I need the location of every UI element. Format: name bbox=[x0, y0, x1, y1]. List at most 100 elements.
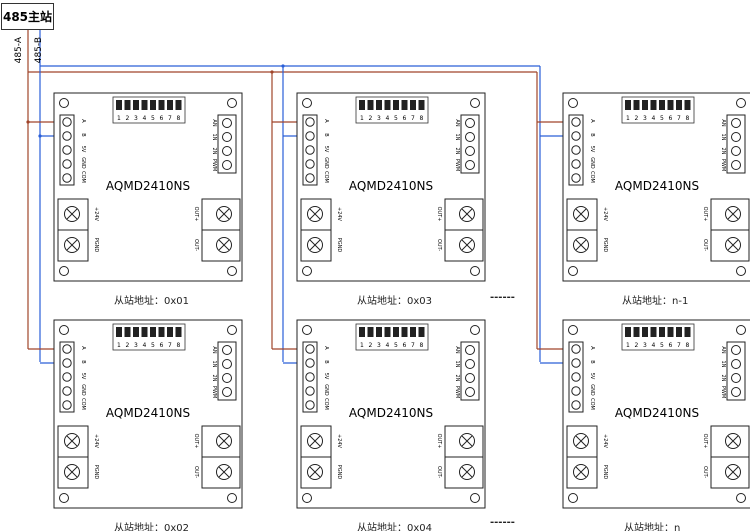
dip-switch-toggle bbox=[667, 100, 674, 110]
dip-switch-toggle bbox=[167, 100, 173, 110]
terminal-label-gnd: GND bbox=[80, 384, 86, 396]
screw-slot bbox=[218, 239, 230, 251]
terminal-screw bbox=[571, 173, 581, 183]
screw-slot bbox=[218, 208, 230, 220]
board-caption-n-1: 从站地址：n-1 bbox=[622, 296, 689, 307]
terminal-screw bbox=[731, 132, 741, 142]
mounting-hole bbox=[59, 325, 69, 335]
dip-switch-toggle bbox=[676, 327, 682, 337]
terminal-screw bbox=[305, 145, 315, 155]
terminal-label-5v: 5V bbox=[589, 146, 595, 153]
screw-slot bbox=[727, 435, 739, 447]
terminal-screw bbox=[62, 386, 72, 396]
terminal-label-pwm: PWM bbox=[454, 386, 460, 398]
dip-switch bbox=[355, 96, 429, 124]
board-model-label: AQMD2410NS bbox=[106, 179, 190, 193]
dip-switch-toggle bbox=[359, 327, 365, 337]
terminal-screw bbox=[465, 373, 475, 383]
dip-switch-toggle bbox=[158, 327, 165, 337]
master-station: 485主站 bbox=[1, 3, 54, 30]
dip-switch-number: 8 bbox=[686, 342, 690, 349]
mounting-hole bbox=[470, 266, 480, 276]
dip-switch-number: 1 bbox=[360, 115, 364, 122]
terminal-screw bbox=[465, 387, 475, 397]
terminal-label-an: AN bbox=[720, 346, 726, 353]
dip-switch-toggle bbox=[401, 100, 408, 110]
screw-slot bbox=[218, 435, 230, 447]
terminal-screw bbox=[571, 159, 581, 169]
dip-switch-toggle bbox=[150, 327, 156, 337]
mounting-hole bbox=[470, 493, 480, 503]
terminal-screw bbox=[731, 345, 741, 355]
terminal-label-an: AN bbox=[211, 346, 217, 353]
dip-switch-toggle bbox=[633, 100, 640, 110]
terminal-label-b: B bbox=[80, 360, 86, 364]
board-caption-0x03: 从站地址：0x03 bbox=[357, 296, 433, 307]
dip-switch-number: 4 bbox=[143, 342, 147, 349]
dip-switch-toggle bbox=[650, 100, 657, 110]
screw-slot bbox=[66, 208, 78, 220]
terminal-block-ctrl bbox=[460, 341, 480, 401]
dip-switch-toggle bbox=[141, 100, 148, 110]
dip-switch-toggle bbox=[384, 100, 391, 110]
terminal-screw bbox=[465, 345, 475, 355]
terminal-label-motor: OUT- bbox=[193, 239, 199, 251]
terminal-block-ctrl bbox=[217, 114, 237, 174]
dip-switch-toggle bbox=[367, 100, 374, 110]
dip-switch-number: 7 bbox=[411, 115, 415, 122]
board-caption-0x02: 从站地址：0x02 bbox=[114, 523, 190, 531]
terminal-label-b: B bbox=[589, 360, 595, 364]
board-model-label: AQMD2410NS bbox=[615, 406, 699, 420]
mounting-hole bbox=[568, 98, 578, 108]
dip-switch bbox=[112, 323, 186, 351]
mounting-hole bbox=[59, 266, 69, 276]
terminal-label-1n: 1N bbox=[720, 361, 726, 368]
screw-slot bbox=[727, 239, 739, 251]
terminal-label-b: B bbox=[589, 133, 595, 137]
terminal-label-motor: OUT+ bbox=[436, 434, 442, 449]
terminal-label-motor: OUT- bbox=[436, 239, 442, 251]
terminal-label-5v: 5V bbox=[323, 373, 329, 380]
terminal-label-b: B bbox=[80, 133, 86, 137]
dip-switch-toggle bbox=[642, 327, 648, 337]
terminal-label-com: COM bbox=[323, 171, 329, 183]
mounting-hole bbox=[470, 98, 480, 108]
terminal-label-1n: 1N bbox=[211, 361, 217, 368]
terminal-label-a: A bbox=[80, 119, 86, 123]
terminal-label-com: COM bbox=[589, 171, 595, 183]
bus-a-label: 485-A bbox=[14, 37, 24, 64]
mounting-hole bbox=[302, 98, 312, 108]
terminal-block-ctrl bbox=[217, 341, 237, 401]
terminal-label-motor: OUT+ bbox=[702, 434, 708, 449]
board-model-label: AQMD2410NS bbox=[106, 406, 190, 420]
dip-switch-toggle bbox=[133, 327, 139, 337]
terminal-screw bbox=[222, 387, 232, 397]
dip-switch-toggle bbox=[410, 100, 416, 110]
terminal-label-com: COM bbox=[323, 398, 329, 410]
dip-switch-number: 5 bbox=[151, 115, 155, 122]
mounting-hole bbox=[227, 325, 237, 335]
terminal-label-motor: OUT+ bbox=[193, 207, 199, 222]
board-caption-n: 从站地址：n bbox=[624, 523, 681, 531]
board-caption-0x04: 从站地址：0x04 bbox=[357, 523, 433, 531]
terminal-label-5v: 5V bbox=[80, 146, 86, 153]
terminal-screw bbox=[305, 117, 315, 127]
terminal-label-power: +24V bbox=[336, 434, 342, 449]
terminal-screw bbox=[62, 117, 72, 127]
dip-switch-number: 1 bbox=[117, 342, 121, 349]
terminal-block-ctrl bbox=[726, 114, 746, 174]
dip-switch-number: 6 bbox=[669, 342, 673, 349]
terminal-label-a: A bbox=[323, 119, 329, 123]
dip-switch-number: 1 bbox=[626, 115, 630, 122]
terminal-label-5v: 5V bbox=[80, 373, 86, 380]
terminal-label-5v: 5V bbox=[323, 146, 329, 153]
terminal-label-power: PGND bbox=[602, 238, 608, 253]
terminal-label-gnd: GND bbox=[80, 157, 86, 169]
dip-switch-number: 3 bbox=[377, 115, 381, 122]
terminal-screw bbox=[571, 344, 581, 354]
terminal-screw bbox=[222, 345, 232, 355]
